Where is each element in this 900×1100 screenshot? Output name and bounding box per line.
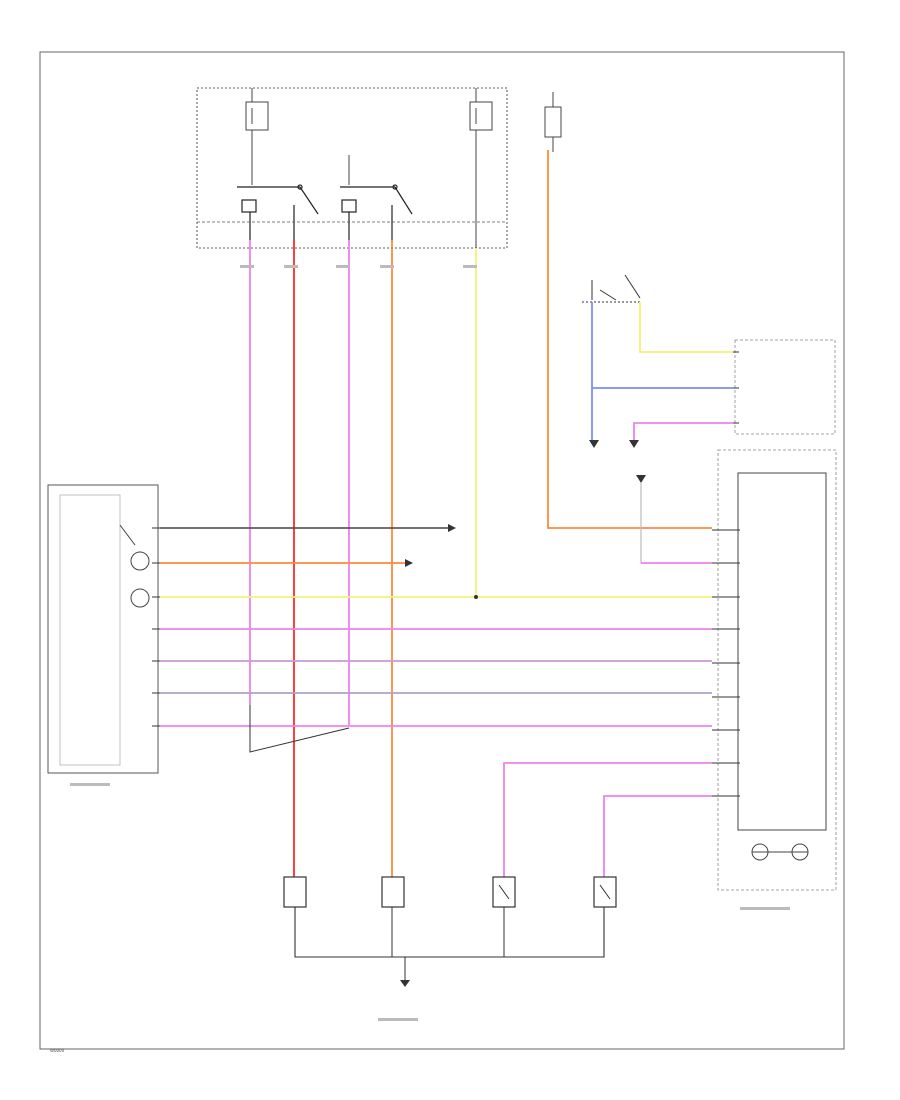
wire-pink-10 [603,795,712,880]
splice-triangle [249,705,350,753]
bottom-components [283,876,617,987]
figure-code: W0000 [50,1048,65,1053]
connector-icon [733,351,739,424]
left-switch-box [47,484,159,774]
top-right-fuse [544,92,562,152]
diagram-frame [39,51,845,1050]
right-upper-module [734,339,836,435]
motor-icon [381,876,405,908]
right-main-module [712,449,837,891]
faint-label-marks [70,265,790,1021]
wire-gray-1 [640,483,712,564]
wire-yellow-2 [639,302,733,353]
wire-pink-3 [633,422,733,440]
wires [160,150,733,880]
switch-icon [237,184,413,240]
ground-icon [405,524,478,599]
fuse-left [245,101,269,131]
ground-icon [589,440,646,483]
motor-icon [283,876,307,908]
lamp-icon [130,588,150,608]
top-switch-assembly [196,87,508,249]
mode-switch [582,274,641,303]
lamp-icon [130,551,150,571]
wire-pink-9 [503,762,712,880]
wire-orange-2 [547,150,712,529]
ground-icon [400,980,410,987]
ground-bus [294,907,605,958]
left-switch-assembly [47,484,160,774]
fuse-right [469,101,493,131]
top-switch-box [196,87,508,249]
